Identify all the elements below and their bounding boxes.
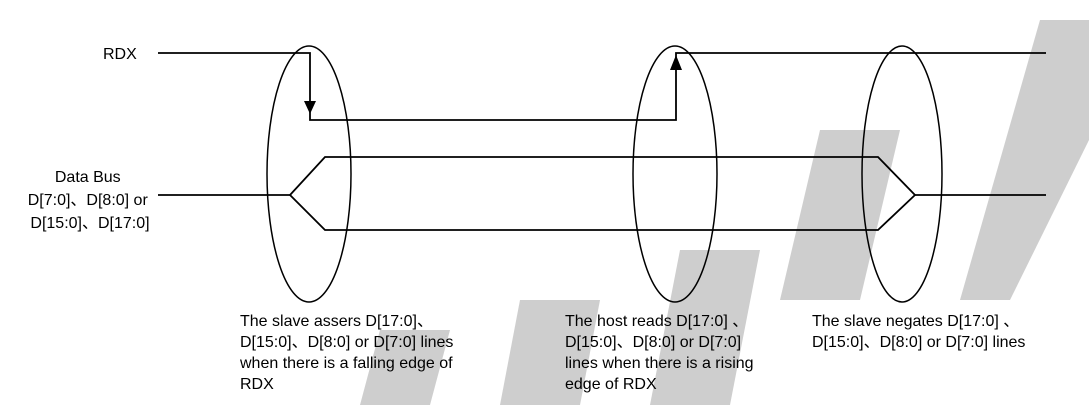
rising-edge-arrow: [670, 55, 682, 70]
watermark: [360, 20, 1089, 405]
annotation-falling-edge: The slave assers D[17:0]、 D[15:0]、D[8:0]…: [240, 313, 454, 393]
data-bus-label: Data Bus D[7:0]、D[8:0] or D[15:0]、D[17:0…: [28, 169, 153, 232]
falling-edge-ellipse: [266, 45, 352, 303]
negate-ellipse: [861, 45, 943, 303]
rdx-waveform: [158, 52, 1046, 121]
falling-edge-arrow: [304, 101, 316, 114]
annotation-negate: The slave negates D[17:0] 、 D[15:0]、D[8:…: [812, 313, 1026, 351]
annotation-rising-edge: The host reads D[17:0] 、 D[15:0]、D[8:0] …: [565, 313, 754, 393]
data-bus-waveform: [158, 156, 1046, 231]
rdx-label: RDX: [103, 46, 137, 63]
rising-edge-ellipse: [632, 45, 718, 303]
